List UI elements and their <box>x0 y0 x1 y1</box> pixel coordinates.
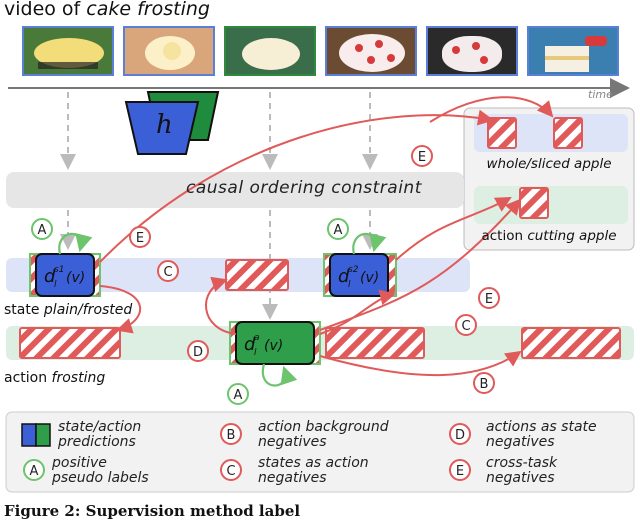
cross-action-neg <box>519 187 549 219</box>
cross-state-neg-1 <box>487 117 517 149</box>
frame-1 <box>22 26 114 76</box>
svg-text:A: A <box>334 223 343 238</box>
state-neg-1 <box>225 259 289 291</box>
svg-text:B: B <box>480 377 489 392</box>
time-label: time <box>588 88 613 101</box>
svg-text:l: l <box>54 280 57 290</box>
svg-text:s1: s1 <box>54 265 64 275</box>
state-band-label: state plain/frosted <box>4 302 133 318</box>
action-neg-3 <box>521 327 621 359</box>
svg-text:A: A <box>30 464 39 479</box>
svg-text:(v): (v) <box>360 270 379 286</box>
svg-text:D: D <box>193 345 203 360</box>
action-band-label: action frosting <box>4 370 106 386</box>
svg-text:C: C <box>226 464 235 479</box>
svg-text:(v): (v) <box>264 338 283 354</box>
svg-text:B: B <box>227 428 236 443</box>
model-block <box>124 91 220 155</box>
svg-text:A: A <box>38 223 47 238</box>
causal-constraint-label: causal ordering constraint <box>186 178 422 198</box>
action-neg-1 <box>19 327 121 359</box>
svg-text:E: E <box>418 150 426 165</box>
svg-text:d: d <box>338 266 350 287</box>
causal-band <box>6 172 464 208</box>
svg-text:s2: s2 <box>348 265 359 275</box>
svg-text:C: C <box>163 265 172 280</box>
svg-text:E: E <box>456 464 464 479</box>
state-prediction-1: d l s1 (v) <box>29 253 101 297</box>
cross-task-state-label: whole/sliced apple <box>486 156 612 172</box>
svg-text:d: d <box>244 334 256 355</box>
frame-6 <box>527 26 619 76</box>
svg-text:C: C <box>461 319 470 334</box>
diagram-title: video of cake frosting <box>4 0 210 20</box>
state-prediction-2: d l s2 (v) <box>323 253 397 297</box>
model-symbol: h <box>156 110 173 140</box>
frame-2 <box>123 26 215 76</box>
svg-text:d: d <box>44 266 56 287</box>
svg-text:E: E <box>485 292 493 307</box>
action-prediction: d l a (v) <box>229 321 321 365</box>
svg-text:l: l <box>254 348 257 358</box>
svg-text:D: D <box>455 428 465 443</box>
svg-text:(v): (v) <box>66 270 85 286</box>
cross-state-neg-2 <box>553 117 583 149</box>
legend-blue-swatch <box>21 423 37 447</box>
legend-green-swatch <box>35 423 51 447</box>
frame-4 <box>325 26 417 76</box>
legend-box <box>5 411 635 493</box>
svg-text:a: a <box>254 333 260 343</box>
frame-5 <box>426 26 518 76</box>
figure-caption: Figure 2: Supervision method label <box>4 502 301 520</box>
action-neg-2 <box>325 327 425 359</box>
svg-text:l: l <box>348 280 351 290</box>
svg-text:E: E <box>136 231 144 246</box>
cross-task-action-label: action cutting apple <box>481 228 617 244</box>
svg-text:A: A <box>234 388 243 403</box>
frame-3 <box>224 26 316 76</box>
